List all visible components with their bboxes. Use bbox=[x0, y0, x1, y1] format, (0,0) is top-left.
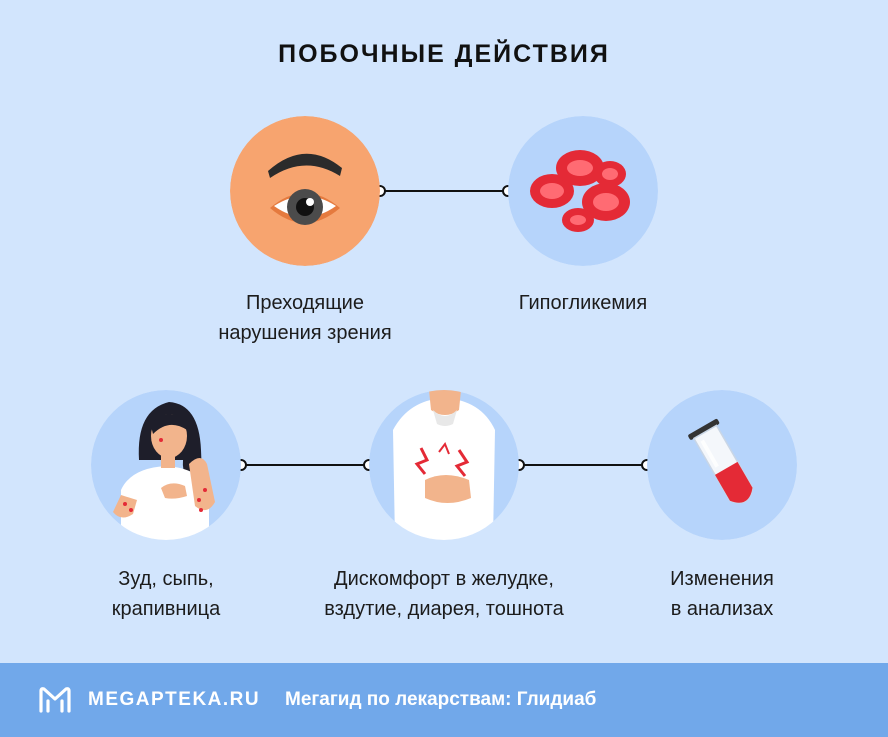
blood-cells-icon bbox=[508, 116, 658, 266]
brand-name: MEGAPTEKA.RU bbox=[88, 689, 261, 710]
label-stomach: Дискомфорт в желудке, вздутие, диарея, т… bbox=[279, 564, 609, 624]
footer-caption: Мегагид по лекарствам: Глидиаб bbox=[285, 689, 597, 710]
label-itching-line1: Зуд, сыпь, bbox=[118, 568, 214, 590]
test-tube-icon bbox=[647, 390, 797, 540]
label-itching: Зуд, сыпь, крапивница bbox=[46, 564, 286, 624]
megapteka-logo-icon bbox=[39, 687, 71, 713]
label-tests-line1: Изменения bbox=[670, 568, 774, 590]
label-stomach-line2: вздутие, диарея, тошнота bbox=[324, 598, 564, 620]
label-tests-line2: в анализах bbox=[670, 598, 774, 620]
footer-bar: MEGAPTEKA.RU Мегагид по лекарствам: Глид… bbox=[0, 663, 888, 737]
label-vision-line1: Преходящие bbox=[246, 292, 364, 314]
label-vision: Преходящие нарушения зрения bbox=[170, 288, 440, 348]
eye-icon bbox=[230, 116, 380, 266]
label-hypoglycemia: Гипогликемия bbox=[463, 288, 703, 318]
page-title: ПОБОЧНЫЕ ДЕЙСТВИЯ bbox=[278, 40, 610, 68]
itching-woman-icon bbox=[91, 390, 241, 540]
label-stomach-line1: Дискомфорт в желудке, bbox=[334, 568, 554, 590]
label-tests: Изменения в анализах bbox=[612, 564, 832, 624]
label-vision-line2: нарушения зрения bbox=[218, 322, 392, 344]
label-itching-line2: крапивница bbox=[111, 598, 221, 620]
stomach-pain-icon bbox=[369, 390, 519, 540]
label-hypoglycemia-line1: Гипогликемия bbox=[518, 292, 648, 314]
